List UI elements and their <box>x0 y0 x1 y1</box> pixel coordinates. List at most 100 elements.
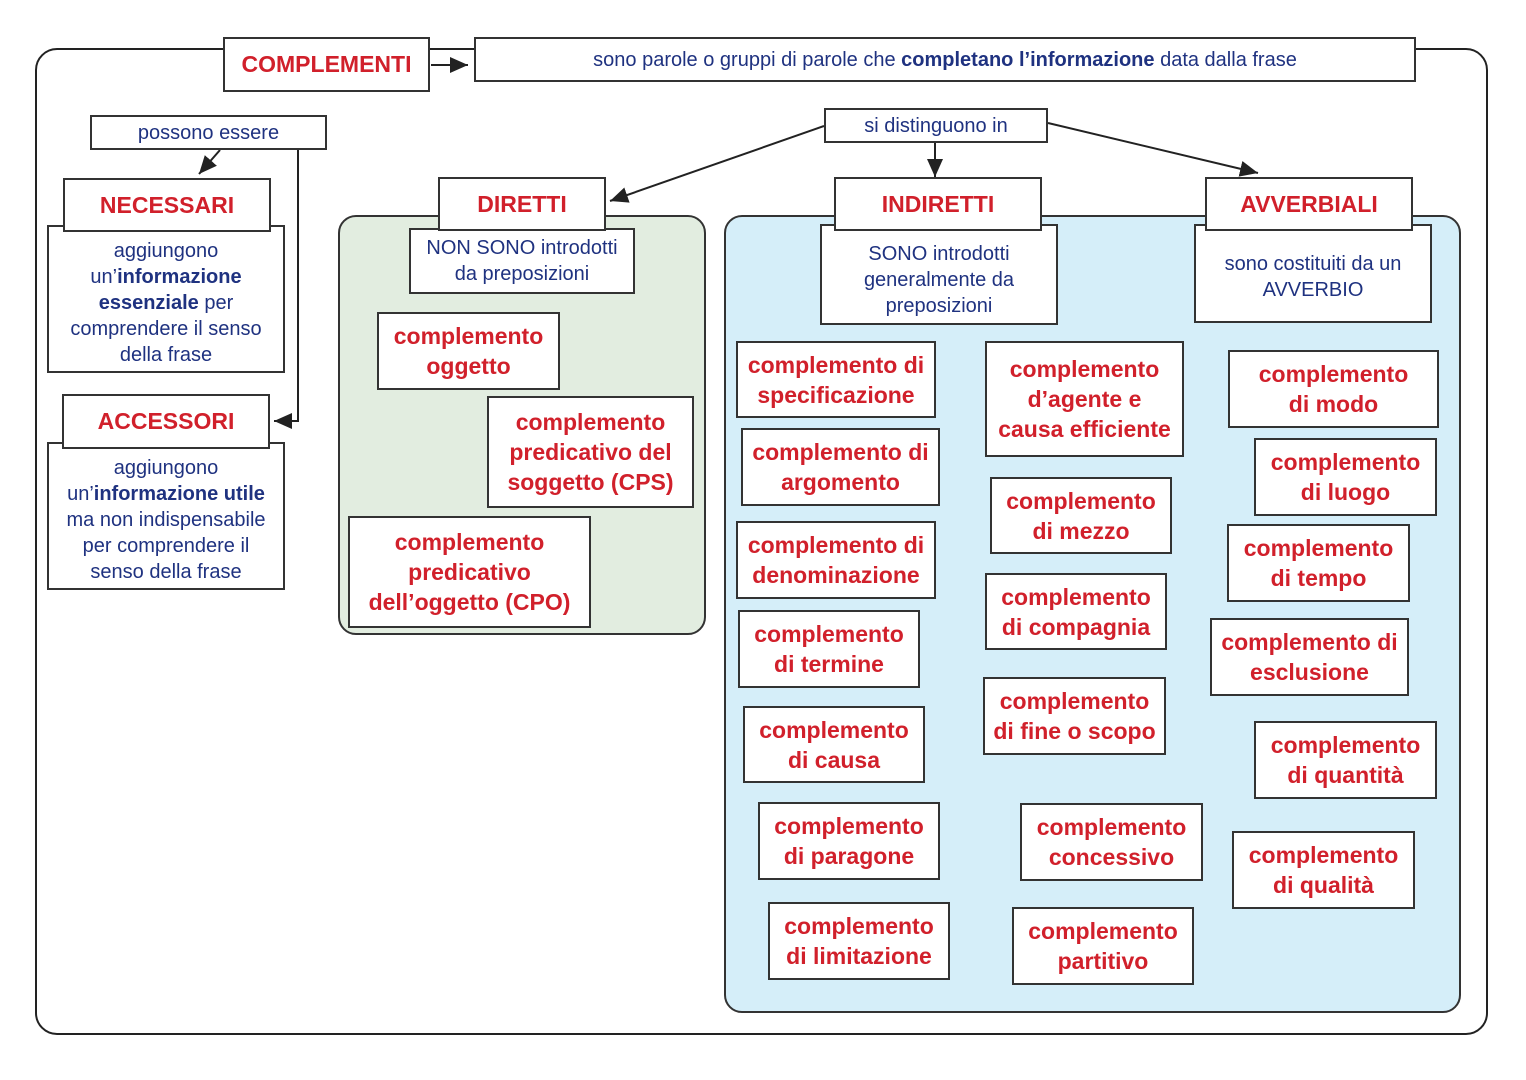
complement-label-line: complemento <box>1028 918 1178 944</box>
complement-label-line: di termine <box>774 651 884 677</box>
indiretti-complement-box: complemento partitivo <box>1012 907 1194 985</box>
complement-label-line: di tempo <box>1270 565 1367 591</box>
complement-label-line: argomento <box>781 469 900 495</box>
text-line: aggiungono <box>113 457 219 479</box>
complement-label-line: di quantità <box>1287 762 1404 788</box>
indiretti-complement-box: complemento di specificazione <box>736 341 936 418</box>
definition-bold: completano l’informazione <box>901 48 1155 71</box>
complement-label-line: esclusione <box>1250 659 1369 685</box>
indiretti-complement-box: complemento di compagnia <box>985 573 1167 650</box>
possono-essere-label: possono essere <box>90 115 327 150</box>
indiretti-header: INDIRETTI <box>834 177 1042 231</box>
complement-label-line: complemento di <box>1221 629 1398 655</box>
complement-label-line: complemento <box>393 323 544 349</box>
diretti-complement-box: complemento oggetto <box>377 312 560 390</box>
title-complementi: COMPLEMENTI <box>223 37 430 92</box>
complement-label-line: di modo <box>1288 391 1379 417</box>
complement-label-line: partitivo <box>1057 948 1149 974</box>
avverbiali-complement-box: complemento di modo <box>1228 350 1439 428</box>
complement-label-line: complemento <box>1001 583 1151 610</box>
complement-label-line: complemento <box>1258 361 1409 387</box>
complement-label-line: d’agente e <box>1027 386 1142 412</box>
text-line: della frase <box>119 344 213 366</box>
definition-post: data dalla frase <box>1154 48 1297 71</box>
text-part: un’ <box>90 266 118 288</box>
avverbiali-complement-box: complemento di luogo <box>1254 438 1437 516</box>
text-line: preposizioni <box>885 294 993 317</box>
complement-label-line: complemento <box>394 529 545 555</box>
text-line: senso della frase <box>90 561 242 583</box>
arrow-to-avverbiali <box>1047 122 1259 177</box>
definition-box: sono parole o gruppi di parole che compl… <box>474 37 1416 82</box>
diretti-header: DIRETTI <box>438 177 606 231</box>
complement-label-line: predicativo <box>408 559 531 585</box>
text-line: SONO introdotti <box>868 242 1010 265</box>
text-line: comprendere il senso <box>70 318 262 340</box>
complement-label-line: complemento <box>759 716 909 743</box>
text-line: NON SONO introdotti <box>426 237 618 259</box>
avverbiali-description: sono costituiti da un AVVERBIO <box>1194 224 1432 323</box>
complement-label-line: di fine o scopo <box>993 718 1156 744</box>
complement-label-line: concessivo <box>1048 844 1175 870</box>
complement-label-line: complemento <box>1248 842 1399 868</box>
definition-pre: sono parole o gruppi di parole che <box>593 48 902 71</box>
indiretti-complement-box: complemento concessivo <box>1020 803 1203 881</box>
complement-label-line: dell’oggetto (CPO) <box>368 589 571 615</box>
complement-label-line: specificazione <box>757 381 915 408</box>
complement-label-line: complemento di <box>747 351 925 378</box>
avverbiali-header: AVVERBIALI <box>1205 177 1413 231</box>
complement-label-line: soggetto (CPS) <box>507 469 674 495</box>
complement-label-line: complemento <box>1036 814 1187 840</box>
complement-label-line: complemento <box>784 913 934 939</box>
text-line: sono costituiti da un <box>1224 252 1402 275</box>
complement-label-line: di mezzo <box>1032 517 1130 544</box>
text-bold: informazione utile <box>93 483 265 505</box>
si-distinguono-label: si distinguono in <box>824 108 1048 143</box>
text-line: AVVERBIO <box>1262 278 1364 301</box>
text-bold: informazione <box>117 266 242 288</box>
complement-label-line: di luogo <box>1300 479 1391 505</box>
text-line: generalmente da <box>863 268 1015 291</box>
complement-label-line: complemento <box>1009 356 1160 382</box>
complement-label-line: complemento <box>1243 535 1394 561</box>
complement-label-line: di qualità <box>1273 872 1374 898</box>
complement-label-line: di limitazione <box>786 943 932 969</box>
complement-label-line: complemento <box>1006 487 1156 514</box>
avverbiali-complement-box: complemento di tempo <box>1227 524 1410 602</box>
text-part: un’ <box>67 483 94 505</box>
arrow-to-necessari <box>198 149 221 175</box>
indiretti-complement-box: complemento di limitazione <box>768 902 950 980</box>
text-line: da preposizioni <box>454 263 590 285</box>
complement-label-line: complemento <box>1270 449 1421 475</box>
indiretti-complement-box: complemento di mezzo <box>990 477 1172 554</box>
complement-label-line: complemento di <box>747 532 925 558</box>
arrow-to-diretti <box>609 125 825 203</box>
complement-label-line: causa efficiente <box>998 416 1171 442</box>
text-part: per <box>198 292 234 314</box>
avverbiali-complement-box: complemento di esclusione <box>1210 618 1409 696</box>
complement-label-line: complemento <box>774 813 924 839</box>
complement-label-line: oggetto <box>426 353 511 379</box>
diretti-complement-box: complemento predicativo dell’oggetto (CPO) <box>348 516 591 628</box>
complement-label-line: di compagnia <box>1001 613 1151 640</box>
text-bold: essenziale <box>98 292 199 314</box>
indiretti-complement-box: complemento di argomento <box>741 428 940 506</box>
avverbiali-complement-box: complemento di qualità <box>1232 831 1415 909</box>
indiretti-complement-box: complemento d’agente e causa efficiente <box>985 341 1184 457</box>
necessari-description: aggiungono un’informazione essenziale pe… <box>47 225 285 373</box>
accessori-description: aggiungono un’informazione utile ma non … <box>47 442 285 590</box>
text-line: ma non indispensabile <box>66 509 266 531</box>
text-line: aggiungono <box>113 240 219 262</box>
complement-label-line: complemento di <box>752 439 929 465</box>
text-line: per comprendere il <box>82 535 250 557</box>
arrow-to-accessori <box>274 150 299 429</box>
complement-label-line: di paragone <box>783 843 915 869</box>
accessori-header: ACCESSORI <box>62 394 270 449</box>
